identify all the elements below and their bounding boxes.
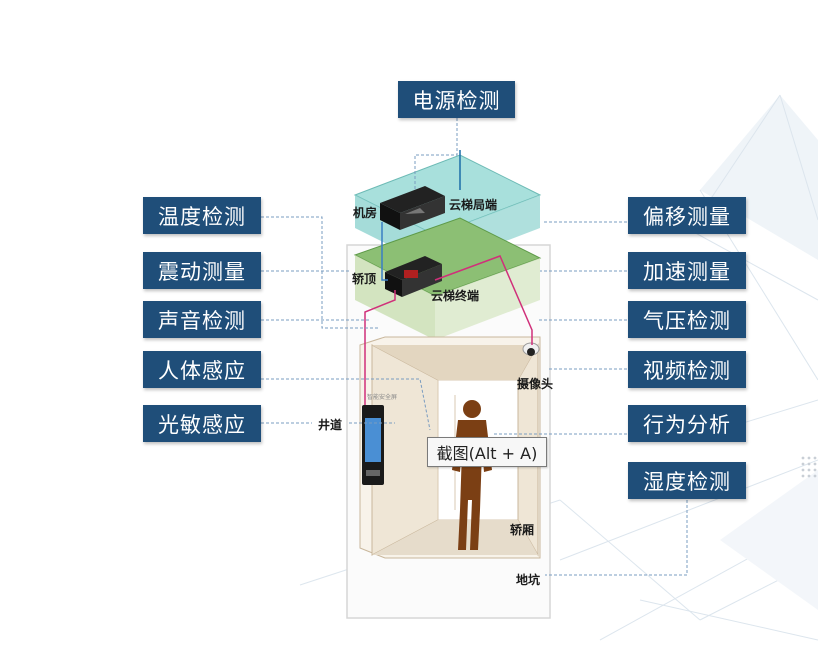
label-light-sensing: 光敏感应	[143, 405, 261, 442]
text-car-top: 轿顶	[352, 272, 377, 286]
text-car: 轿厢	[510, 523, 535, 537]
label-vibration-measurement: 震动测量	[143, 252, 261, 289]
label-humidity-detection: 湿度检测	[628, 462, 746, 499]
text-screen-caption: 智能安全屏	[367, 394, 398, 401]
leader-lines	[261, 118, 688, 576]
label-pressure-detection: 气压检测	[628, 301, 746, 338]
text-cloud-terminal: 云梯终端	[431, 289, 480, 303]
wiring	[364, 150, 533, 405]
text-shaft: 井道	[318, 418, 343, 432]
label-temperature-detection: 温度检测	[143, 197, 261, 234]
label-offset-measurement: 偏移测量	[628, 197, 746, 234]
camera-icon	[522, 342, 540, 356]
cloud-terminal-device	[385, 256, 442, 297]
dot-grid	[801, 456, 817, 478]
label-video-detection: 视频检测	[628, 351, 746, 388]
cloud-local-device	[380, 186, 445, 230]
text-camera: 摄像头	[517, 377, 554, 391]
text-pit: 地坑	[516, 573, 541, 587]
label-sound-detection: 声音检测	[143, 301, 261, 338]
text-cloud-local: 云梯局端	[449, 198, 498, 212]
text-machine-room: 机房	[353, 206, 378, 220]
label-power-detection: 电源检测	[398, 81, 515, 118]
label-behavior-analysis: 行为分析	[628, 405, 746, 442]
label-acceleration-measurement: 加速测量	[628, 252, 746, 289]
label-human-sensing: 人体感应	[143, 351, 261, 388]
smart-screen	[362, 405, 384, 485]
screenshot-tooltip: 截图(Alt + A)	[427, 437, 547, 467]
